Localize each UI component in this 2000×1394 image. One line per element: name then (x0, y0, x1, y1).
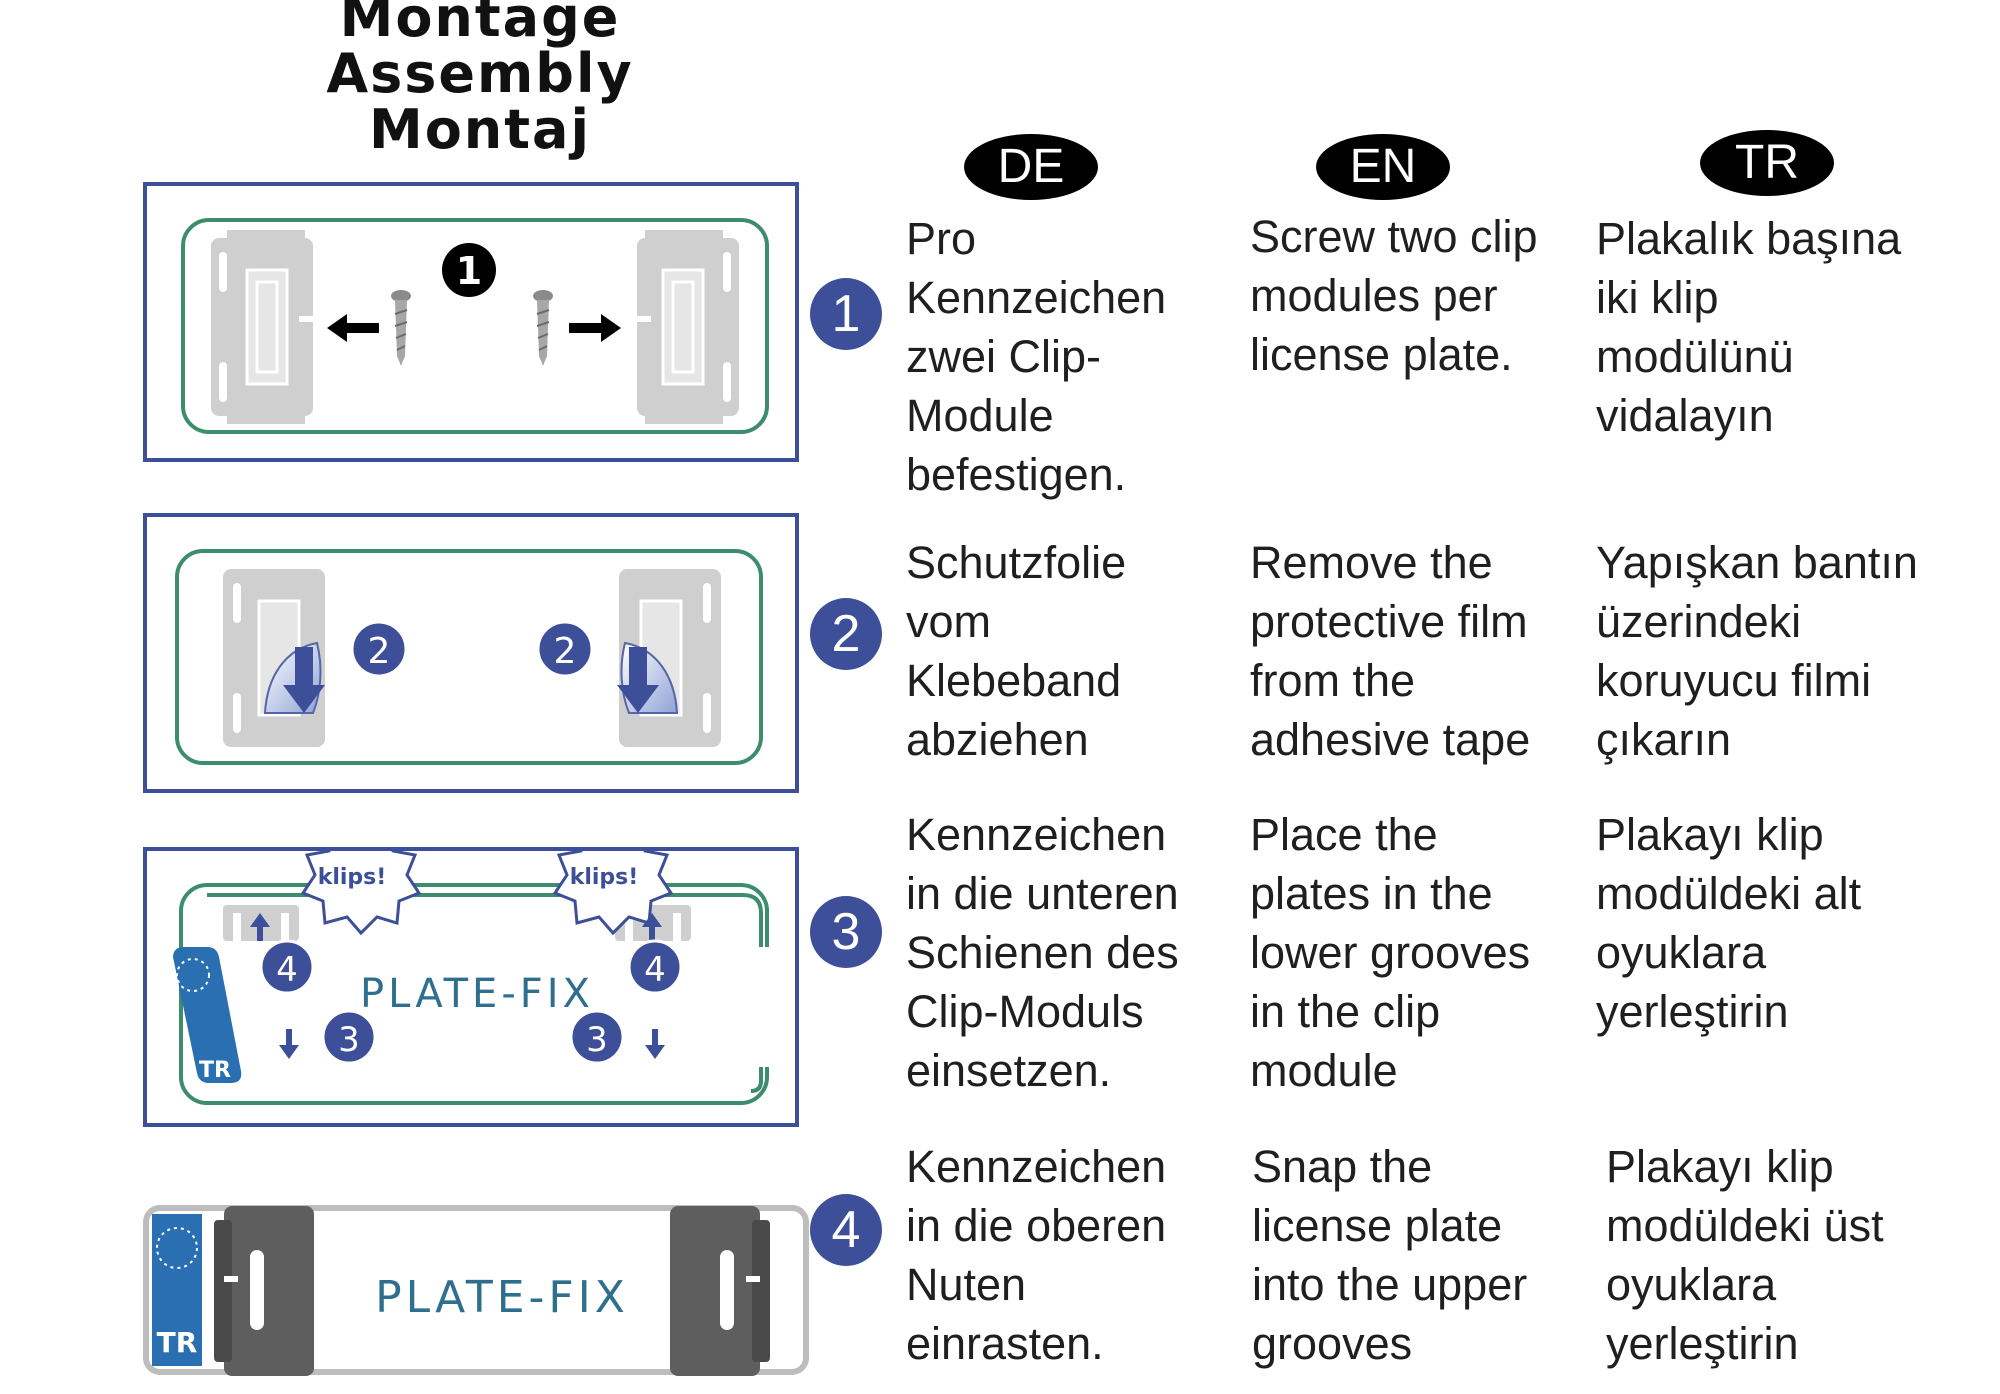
brand-logo: PLATE-FIX (360, 971, 594, 1017)
lang-badge-de: DE (964, 134, 1098, 200)
peel-arrow-icon (283, 647, 325, 713)
step-2-illustration: 2 2 (175, 549, 763, 765)
clip-module-icon (670, 1206, 770, 1376)
title-line-tr: Montaj (368, 98, 592, 161)
step-3-diagram: klips! klips! TR 4 4 PLATE-FIX (143, 847, 799, 1127)
step-1-number: 1 (810, 278, 882, 350)
step-4-diagram: TR PLATE-FIX (140, 1196, 816, 1380)
step-2-marker-left: 2 (350, 620, 408, 678)
klips-badge-label: klips! (570, 865, 639, 890)
peel-arrow-icon (617, 647, 659, 713)
step-2-marker-label: 2 (554, 631, 577, 672)
step-3-marker-3-left: 3 (321, 1009, 377, 1065)
page-title: Montage Assembly Montaj (300, 0, 660, 158)
step-1-marker: 1 (442, 243, 496, 297)
arrow-down-icon (645, 1029, 665, 1059)
plate-outline (181, 218, 769, 434)
step-1-illustration: 1 (181, 218, 769, 434)
step-3-marker-3-right: 3 (569, 1009, 625, 1065)
svg-text:4: 4 (276, 950, 298, 990)
step-3-marker-4-right: 4 (627, 939, 683, 995)
arrow-down-icon (279, 1029, 299, 1059)
country-code: TR (157, 1326, 198, 1359)
klips-badge-right: klips! (552, 851, 674, 936)
klips-badge-left: klips! (300, 851, 422, 936)
eu-country-strip: TR (173, 947, 242, 1083)
step-2-diagram: 2 2 (143, 513, 799, 793)
svg-text:4: 4 (644, 950, 666, 990)
klips-badge-label: klips! (318, 865, 387, 890)
step-4-number: 4 (810, 1194, 882, 1266)
step-2-marker-label: 2 (368, 631, 391, 672)
clip-module-icon (637, 230, 739, 424)
step-3-illustration: klips! klips! TR 4 4 PLATE-FIX (173, 851, 779, 1105)
step-3-number: 3 (810, 896, 882, 968)
brand-logo: PLATE-FIX (375, 1272, 629, 1323)
step-1-diagram: 1 (143, 182, 799, 462)
svg-text:3: 3 (338, 1020, 360, 1060)
clip-module-icon (211, 230, 313, 424)
step-2-number: 2 (810, 598, 882, 670)
lang-badge-tr: TR (1700, 130, 1834, 196)
step-2-marker-right: 2 (536, 620, 594, 678)
step-4-illustration: TR PLATE-FIX (143, 1205, 809, 1376)
svg-text:3: 3 (586, 1020, 608, 1060)
plate-outline (175, 549, 763, 765)
screw-icon (391, 290, 411, 366)
step-3-marker-4-left: 4 (259, 939, 315, 995)
arrow-up-icon (250, 913, 270, 941)
screw-icon (533, 290, 553, 366)
title-line-de: Montage (339, 0, 621, 49)
arrow-up-icon (642, 913, 662, 941)
arrow-left-icon (327, 314, 379, 342)
lang-badge-en: EN (1316, 134, 1450, 200)
step-1-marker-label: 1 (456, 249, 482, 293)
clip-module-icon (214, 1206, 314, 1376)
country-code: TR (199, 1058, 231, 1083)
eu-country-strip: TR (152, 1214, 202, 1366)
arrow-right-icon (569, 314, 621, 342)
title-line-en: Assembly (326, 42, 634, 105)
